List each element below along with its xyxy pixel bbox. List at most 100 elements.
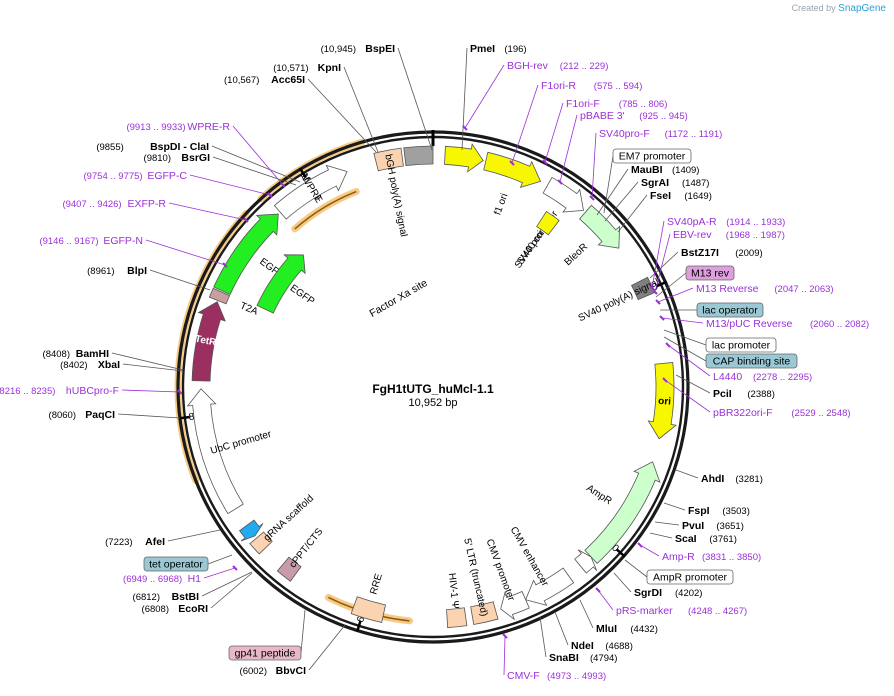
enzyme-name: BlpI [127,265,147,277]
primer-site-f1ori-r[interactable]: F1ori-R(575 .. 594) [541,80,642,92]
feature-cmv-promoter[interactable] [500,590,530,621]
primer-site-amp-r[interactable]: Amp-R(3831 .. 3850) [662,551,761,563]
enzyme-site-kpni[interactable]: KpnI(10,571) [273,62,341,74]
primer-site-bgh-rev[interactable]: BGH-rev(212 .. 229) [507,60,608,72]
enzyme-site-bspei[interactable]: BspEI(10,945) [321,43,395,55]
enzyme-site-ecori[interactable]: EcoRI(6808) [142,603,209,615]
primer-site-ebv-rev[interactable]: EBV-rev(1968 .. 1987) [673,229,785,241]
primer-site-m13-puc-reverse[interactable]: M13/pUC Reverse(2060 .. 2082) [706,318,869,330]
enzyme-name: EcoRI [178,603,208,615]
feature-tetr[interactable] [191,301,226,382]
feature-tag-gp41-peptide[interactable]: gp41 peptide [228,645,302,661]
enzyme-site-snabi[interactable]: SnaBI(4794) [549,652,617,664]
enzyme-site-scai[interactable]: ScaI(3761) [675,533,737,545]
feature-sv40-promoter[interactable] [542,176,584,213]
enzyme-site-mlui[interactable]: MluI(4432) [596,623,658,635]
primer-site-egfp-c[interactable]: EGFP-C(9754 .. 9775) [83,170,187,182]
enzyme-site-fsei[interactable]: FseI(1649) [650,190,712,202]
feature-tag-lac-promoter[interactable]: lac promoter [705,337,777,353]
feature-ampr-promoter[interactable] [574,549,598,574]
enzyme-name: BstZ17I [681,247,719,259]
enzyme-site-pmei[interactable]: PmeI(196) [470,43,527,55]
tag-label: gp41 peptide [235,648,296,660]
enzyme-position: (9855) [96,142,123,153]
feature-tag-lac-operator[interactable]: lac operator [696,302,764,318]
enzyme-site-bsrgi[interactable]: BsrGI(9810) [144,152,211,164]
feature-h1[interactable] [239,519,264,542]
feature-ori[interactable] [647,361,677,440]
feature-cppt-cts[interactable] [276,556,302,582]
feature-egfp[interactable] [213,213,279,295]
primer-site-m13-reverse[interactable]: M13 Reverse(2047 .. 2063) [696,283,834,295]
feature-label-egfp2: EGFP [288,283,317,308]
primer-name: L4440 [713,371,742,383]
primer-site-l4440[interactable]: L4440(2278 .. 2295) [713,371,812,383]
enzyme-site-maubi[interactable]: MauBI(1409) [631,164,699,176]
feature-ubc-promoter[interactable] [186,388,244,515]
feature-grna-scaffold[interactable] [249,531,273,555]
enzyme-site-bamhi[interactable]: BamHI(8408) [43,348,110,360]
enzyme-site-afei[interactable]: AfeI(7223) [105,536,165,548]
enzyme-site-ahdi[interactable]: AhdI(3281) [701,473,763,485]
primer-name: EGFP-N [103,235,143,247]
feature-wpre[interactable] [273,164,348,220]
plasmid-name: FgH1tUTG_huMcl-1.1 [372,382,494,396]
enzyme-site-fspi[interactable]: FspI(3503) [688,505,750,517]
enzyme-site-bbvci[interactable]: BbvCI(6002) [240,665,307,677]
enzyme-site-pcii[interactable]: PciI(2388) [713,388,775,400]
feature-sv40-ori[interactable] [536,210,560,236]
feature-sv40-poly-a-signal[interactable] [631,276,656,301]
enzyme-site-paqci[interactable]: PaqCI(8060) [49,409,116,421]
primer-name: WPRE-R [187,121,230,133]
feature-rre[interactable] [350,596,386,623]
leader-primer-egfp-n [145,239,226,266]
enzyme-site-blpi[interactable]: BlpI(8961) [87,265,147,277]
feature-tag-em7-promoter[interactable]: EM7 promoter [612,148,692,164]
enzyme-position: (196) [504,44,526,55]
primer-site-f1ori-f[interactable]: F1ori-F(785 .. 806) [566,98,667,110]
enzyme-site-xbai[interactable]: XbaI(8402) [60,359,120,371]
primer-site-h1[interactable]: H1(6949 .. 6968) [123,573,201,585]
primer-site-exfp-r[interactable]: EXFP-R(9407 .. 9426) [62,198,166,210]
enzyme-site-bstbi[interactable]: BstBI(6812) [133,591,200,603]
enzyme-site-acc65i[interactable]: Acc65I(10,567) [224,74,305,86]
enzyme-site-sgrdi[interactable]: SgrDI(4202) [634,587,702,599]
enzyme-site-bstz17i[interactable]: BstZ17I(2009) [681,247,763,259]
primer-position: (2060 .. 2082) [810,319,869,330]
enzyme-site-pvui[interactable]: PvuI(3651) [682,520,744,532]
tag-label: M13 rev [691,268,730,280]
feature-tag-ampr-promoter[interactable]: AmpR promoter [646,569,734,585]
tag-box [685,265,735,281]
primer-site-hubcpro-f[interactable]: hUBCpro-F(8216 .. 8235) [0,385,119,397]
feature-cmv-enhancer[interactable] [525,567,575,606]
feature-t2a[interactable] [208,287,231,305]
feature-egfp2[interactable] [256,254,306,314]
feature-tag-m13-rev[interactable]: M13 rev [685,265,735,281]
enzyme-site-bspdi-clai[interactable]: BspDI - ClaI(9855) [96,141,209,153]
primer-site-sv40pro-f[interactable]: SV40pro-F(1172 .. 1191) [599,128,722,140]
feature-bleor[interactable] [578,204,620,249]
feature-f1-ori[interactable] [483,151,542,188]
primer-position: (1968 .. 1987) [726,230,785,241]
primer-site-wpre-r[interactable]: WPRE-R(9913 .. 9933) [126,121,230,133]
primer-site-prs-marker[interactable]: pRS-marker(4248 .. 4267) [616,605,747,617]
feature-hiv-1-psi[interactable] [446,607,468,628]
feature-tag-tet-operator[interactable]: tet operator [143,556,209,572]
primer-site-pbabe-3[interactable]: pBABE 3'(925 .. 945) [580,110,688,122]
primer-site-sv40pa-r[interactable]: SV40pA-R(1914 .. 1933) [667,216,785,228]
primer-mark-l4440 [665,342,671,348]
primer-site-egfp-n[interactable]: EGFP-N(9146 .. 9167) [39,235,143,247]
feature-5-ltr-2[interactable] [403,145,434,167]
feature-f1-ori-2[interactable] [444,143,484,173]
enzyme-position: (1409) [672,165,699,176]
enzyme-site-sgrai[interactable]: SgrAI(1487) [641,177,709,189]
leader-enzyme-bamhi [111,352,184,371]
feature-5-ltr-truncated[interactable] [470,601,499,625]
leader-lines [111,47,711,676]
primer-site-pbr322ori-f[interactable]: pBR322ori-F(2529 .. 2548) [713,407,851,419]
feature-bgh-poly-a-signal[interactable] [373,147,404,172]
feature-tag-cap-binding-site[interactable]: CAP binding site [705,353,798,369]
enzyme-site-ndei[interactable]: NdeI(4688) [571,640,633,652]
enzyme-name: BbvCI [276,665,306,677]
primer-site-cmv-f[interactable]: CMV-F(4973 .. 4993) [507,670,606,682]
